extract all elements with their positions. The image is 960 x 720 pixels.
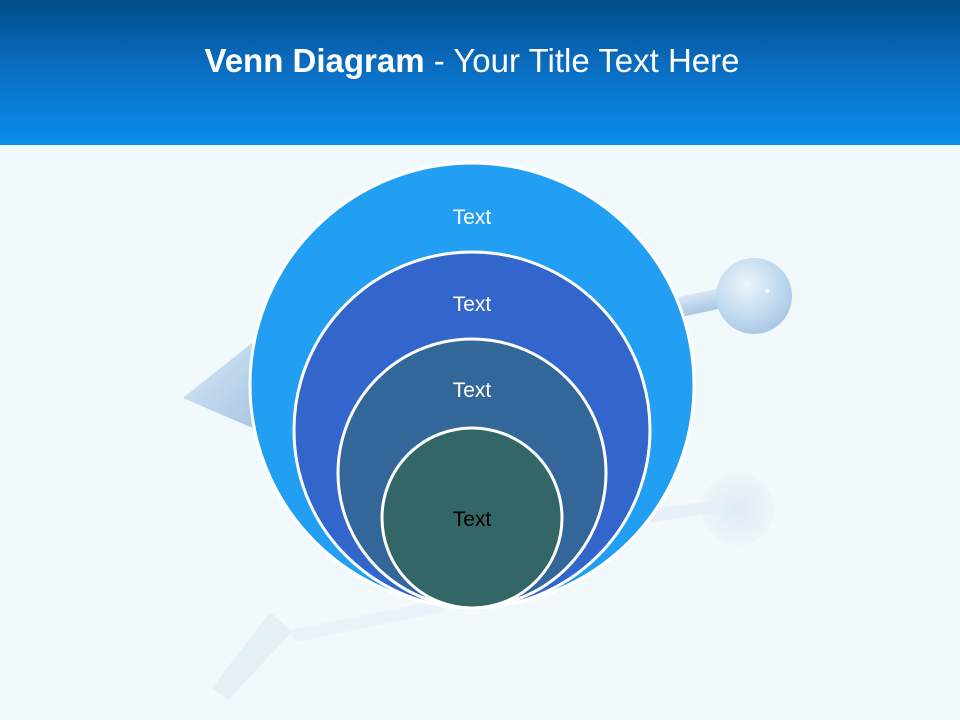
ring-2-label: Text: [453, 293, 492, 316]
arrow-ball-decoration: [716, 258, 792, 334]
ring-4-label: Text: [453, 508, 492, 531]
slide-title: Venn Diagram - Your Title Text Here: [0, 41, 944, 81]
arrow-ball-highlight: [765, 289, 769, 293]
title-bar: Venn Diagram - Your Title Text Here: [0, 0, 960, 145]
arrow-cone-decoration: [183, 343, 262, 432]
title-bold-part: Venn Diagram: [204, 42, 425, 79]
shaft-reflection-decoration: [290, 600, 444, 642]
ring-1-label: Text: [453, 206, 492, 229]
ball-reflection-decoration: [702, 473, 774, 545]
ring-3-label: Text: [453, 379, 492, 402]
title-rest-part: - Your Title Text Here: [424, 42, 740, 79]
cone-reflection-decoration: [212, 612, 292, 700]
venn-ring-4: [380, 426, 564, 610]
